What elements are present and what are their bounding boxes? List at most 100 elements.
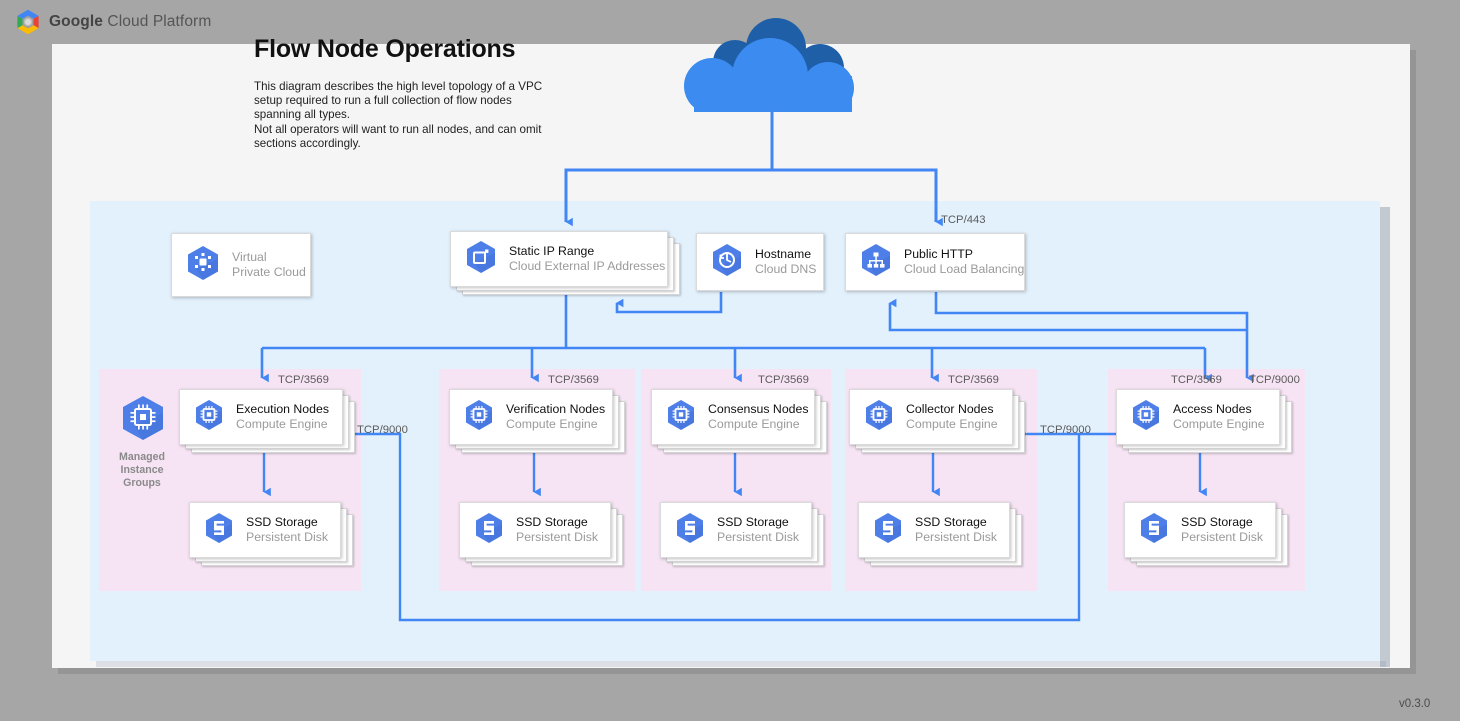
card-subtitle: Private Cloud [232,265,306,279]
page-title: Flow Node Operations [254,35,516,63]
node-card-verification-nodes[interactable]: Verification Nodes Compute Engine [449,389,629,461]
virtual-private-cloud-icon [186,245,220,286]
card-text: SSD Storage Persistent Disk [516,515,598,545]
card-subtitle: Persistent Disk [915,530,998,544]
persistent-disk-icon [675,512,705,549]
card-title: SSD Storage [915,515,987,529]
card-text: Verification Nodes Compute Engine [506,402,605,432]
card-text: Public HTTP Cloud Load Balancing [904,247,1024,277]
compute-engine-icon [1131,399,1161,436]
brand-label: Google Cloud Platform [49,13,211,31]
port-label-tcp9000-collector: TCP/9000 [1040,424,1091,436]
card-subtitle: Cloud External IP Addresses [509,259,666,273]
card-title: Virtual [232,250,267,264]
card-text: Execution Nodes Compute Engine [236,402,329,432]
node-card-hostname[interactable]: Hostname Cloud DNS [696,233,824,291]
card-text: SSD Storage Persistent Disk [717,515,799,545]
card-face: Static IP Range Cloud External IP Addres… [450,231,668,287]
storage-card-consensus[interactable]: SSD Storage Persistent Disk [660,502,830,574]
card-text: Static IP Range Cloud External IP Addres… [509,244,665,274]
card-subtitle: Compute Engine [906,417,998,431]
persistent-disk-icon [474,512,504,549]
brand-google: Google [49,13,103,30]
node-card-public-http[interactable]: Public HTTP Cloud Load Balancing [845,233,1025,291]
card-subtitle: Persistent Disk [717,530,800,544]
card-title: Access Nodes [1173,402,1252,416]
node-card-consensus-nodes[interactable]: Consensus Nodes Compute Engine [651,389,831,461]
compute-engine-icon [864,399,894,436]
persistent-disk-icon [873,512,903,549]
card-title: SSD Storage [717,515,789,529]
gcp-hexagon-logo [16,9,40,36]
card-title: Static IP Range [509,244,595,258]
card-subtitle: Cloud DNS [755,262,817,276]
node-card-execution-nodes[interactable]: Execution Nodes Compute Engine [179,389,359,461]
card-text: Consensus Nodes Compute Engine [708,402,808,432]
port-label-tcp3569-collector: TCP/3569 [948,374,999,386]
card-face: Virtual Private Cloud [171,233,311,297]
node-card-access-nodes[interactable]: Access Nodes Compute Engine [1116,389,1296,461]
card-face: Public HTTP Cloud Load Balancing [845,233,1025,291]
card-title: Collector Nodes [906,402,994,416]
card-subtitle: Compute Engine [1173,417,1265,431]
cloud-icon [680,18,866,114]
card-title: Hostname [755,247,812,261]
storage-card-verification[interactable]: SSD Storage Persistent Disk [459,502,629,574]
node-card-collector-nodes[interactable]: Collector Nodes Compute Engine [849,389,1029,461]
card-subtitle: Persistent Disk [1181,530,1264,544]
card-text: Access Nodes Compute Engine [1173,402,1265,432]
card-face: SSD Storage Persistent Disk [189,502,341,558]
card-text: SSD Storage Persistent Disk [915,515,997,545]
card-text: SSD Storage Persistent Disk [246,515,328,545]
card-face: SSD Storage Persistent Disk [459,502,611,558]
persistent-disk-icon [204,512,234,549]
port-label-tcp3569-execution: TCP/3569 [278,374,329,386]
port-label-tcp3569-access: TCP/3569 [1171,374,1222,386]
node-card-static-ip[interactable]: Static IP Range Cloud External IP Addres… [450,231,680,295]
vpc-region-shadow-right [1380,207,1390,667]
storage-card-access[interactable]: SSD Storage Persistent Disk [1124,502,1294,574]
card-text: Virtual Private Cloud [232,250,306,280]
card-subtitle: Cloud Load Balancing [904,262,1025,276]
storage-card-collector[interactable]: SSD Storage Persistent Disk [858,502,1028,574]
port-label-tcp443-lb: TCP/443 [941,214,986,226]
card-title: Execution Nodes [236,402,329,416]
card-title: SSD Storage [246,515,318,529]
compute-engine-icon [666,399,696,436]
card-subtitle: Compute Engine [506,417,598,431]
port-label-tcp3569-verification: TCP/3569 [548,374,599,386]
node-card-vpc[interactable]: Virtual Private Cloud [171,233,311,297]
card-title: SSD Storage [1181,515,1253,529]
cloud-dns-icon [711,243,743,282]
page-description: This diagram describes the high level to… [254,80,543,150]
card-subtitle: Persistent Disk [246,530,329,544]
card-face: Hostname Cloud DNS [696,233,824,291]
card-face: Collector Nodes Compute Engine [849,389,1013,445]
brand-cloud-platform: Cloud Platform [107,13,212,30]
card-subtitle: Compute Engine [708,417,800,431]
port-label-tcp3569-consensus: TCP/3569 [758,374,809,386]
card-face: Consensus Nodes Compute Engine [651,389,815,445]
vpc-region-shadow-bottom [96,661,1386,667]
card-subtitle: Compute Engine [236,417,328,431]
card-title: Public HTTP [904,247,974,261]
card-face: SSD Storage Persistent Disk [660,502,812,558]
card-face: SSD Storage Persistent Disk [858,502,1010,558]
storage-card-execution[interactable]: SSD Storage Persistent Disk [189,502,359,574]
card-face: Access Nodes Compute Engine [1116,389,1280,445]
card-face: SSD Storage Persistent Disk [1124,502,1276,558]
cloud-load-balancing-icon [860,243,892,282]
card-subtitle: Persistent Disk [516,530,599,544]
port-label-tcp9000-access-in: TCP/9000 [1249,374,1300,386]
card-title: Consensus Nodes [708,402,809,416]
cloud-external-ip-icon [465,240,497,279]
persistent-disk-icon [1139,512,1169,549]
brand-bar: Google Cloud Platform [0,0,1460,44]
managed-instance-groups-icon [121,395,165,446]
card-face: Execution Nodes Compute Engine [179,389,343,445]
version-label: v0.3.0 [1399,698,1431,710]
card-text: Collector Nodes Compute Engine [906,402,998,432]
card-face: Verification Nodes Compute Engine [449,389,613,445]
